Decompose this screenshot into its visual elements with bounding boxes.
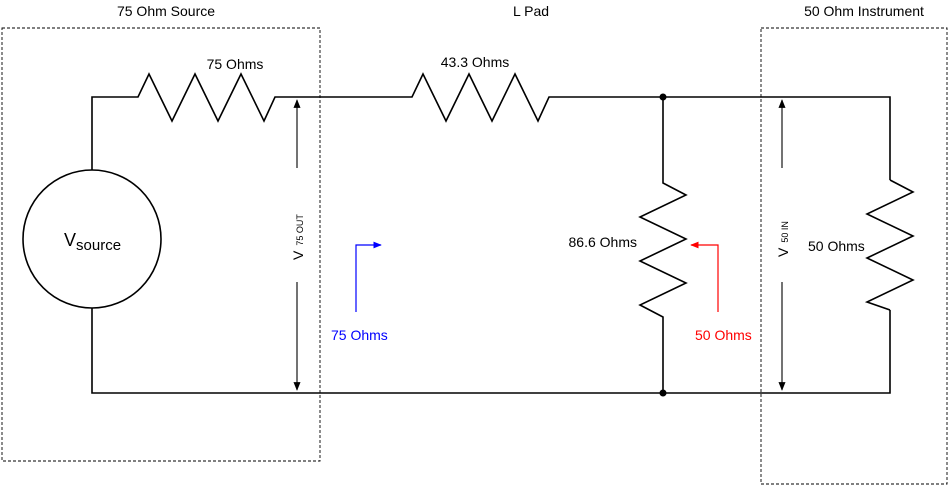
instrument-section-box: [760, 27, 948, 485]
impedance-arrow-right: [690, 241, 719, 312]
source-section-box: [1, 27, 321, 462]
load-resistor: [864, 179, 915, 311]
voltage-source: [22, 169, 162, 309]
source-section-title: 75 Ohm Source: [117, 3, 215, 19]
series-resistor-label: 43.3 Ohms: [441, 54, 509, 70]
impedance-arrow-left: [355, 241, 382, 312]
top-wire: [91, 72, 891, 180]
v50-in-label: V50 IN: [775, 221, 791, 257]
shunt-resistor-label: 86.6 Ohms: [569, 234, 637, 250]
impedance-label-right: 50 Ohms: [695, 327, 752, 343]
load-resistor-label: 50 Ohms: [808, 238, 865, 254]
source-resistor-label: 75 Ohms: [207, 56, 264, 72]
vsource-label: Vsource: [64, 230, 121, 254]
shunt-resistor: [638, 97, 688, 393]
top-junction-dot: [659, 93, 667, 101]
pad-section-title: L Pad: [513, 3, 549, 19]
impedance-label-left: 75 Ohms: [331, 327, 388, 343]
bottom-wire: [91, 308, 891, 394]
instrument-section-title: 50 Ohm Instrument: [804, 3, 924, 19]
bottom-junction-dot: [659, 389, 667, 397]
v75-out-label: V75 OUT: [290, 214, 306, 260]
